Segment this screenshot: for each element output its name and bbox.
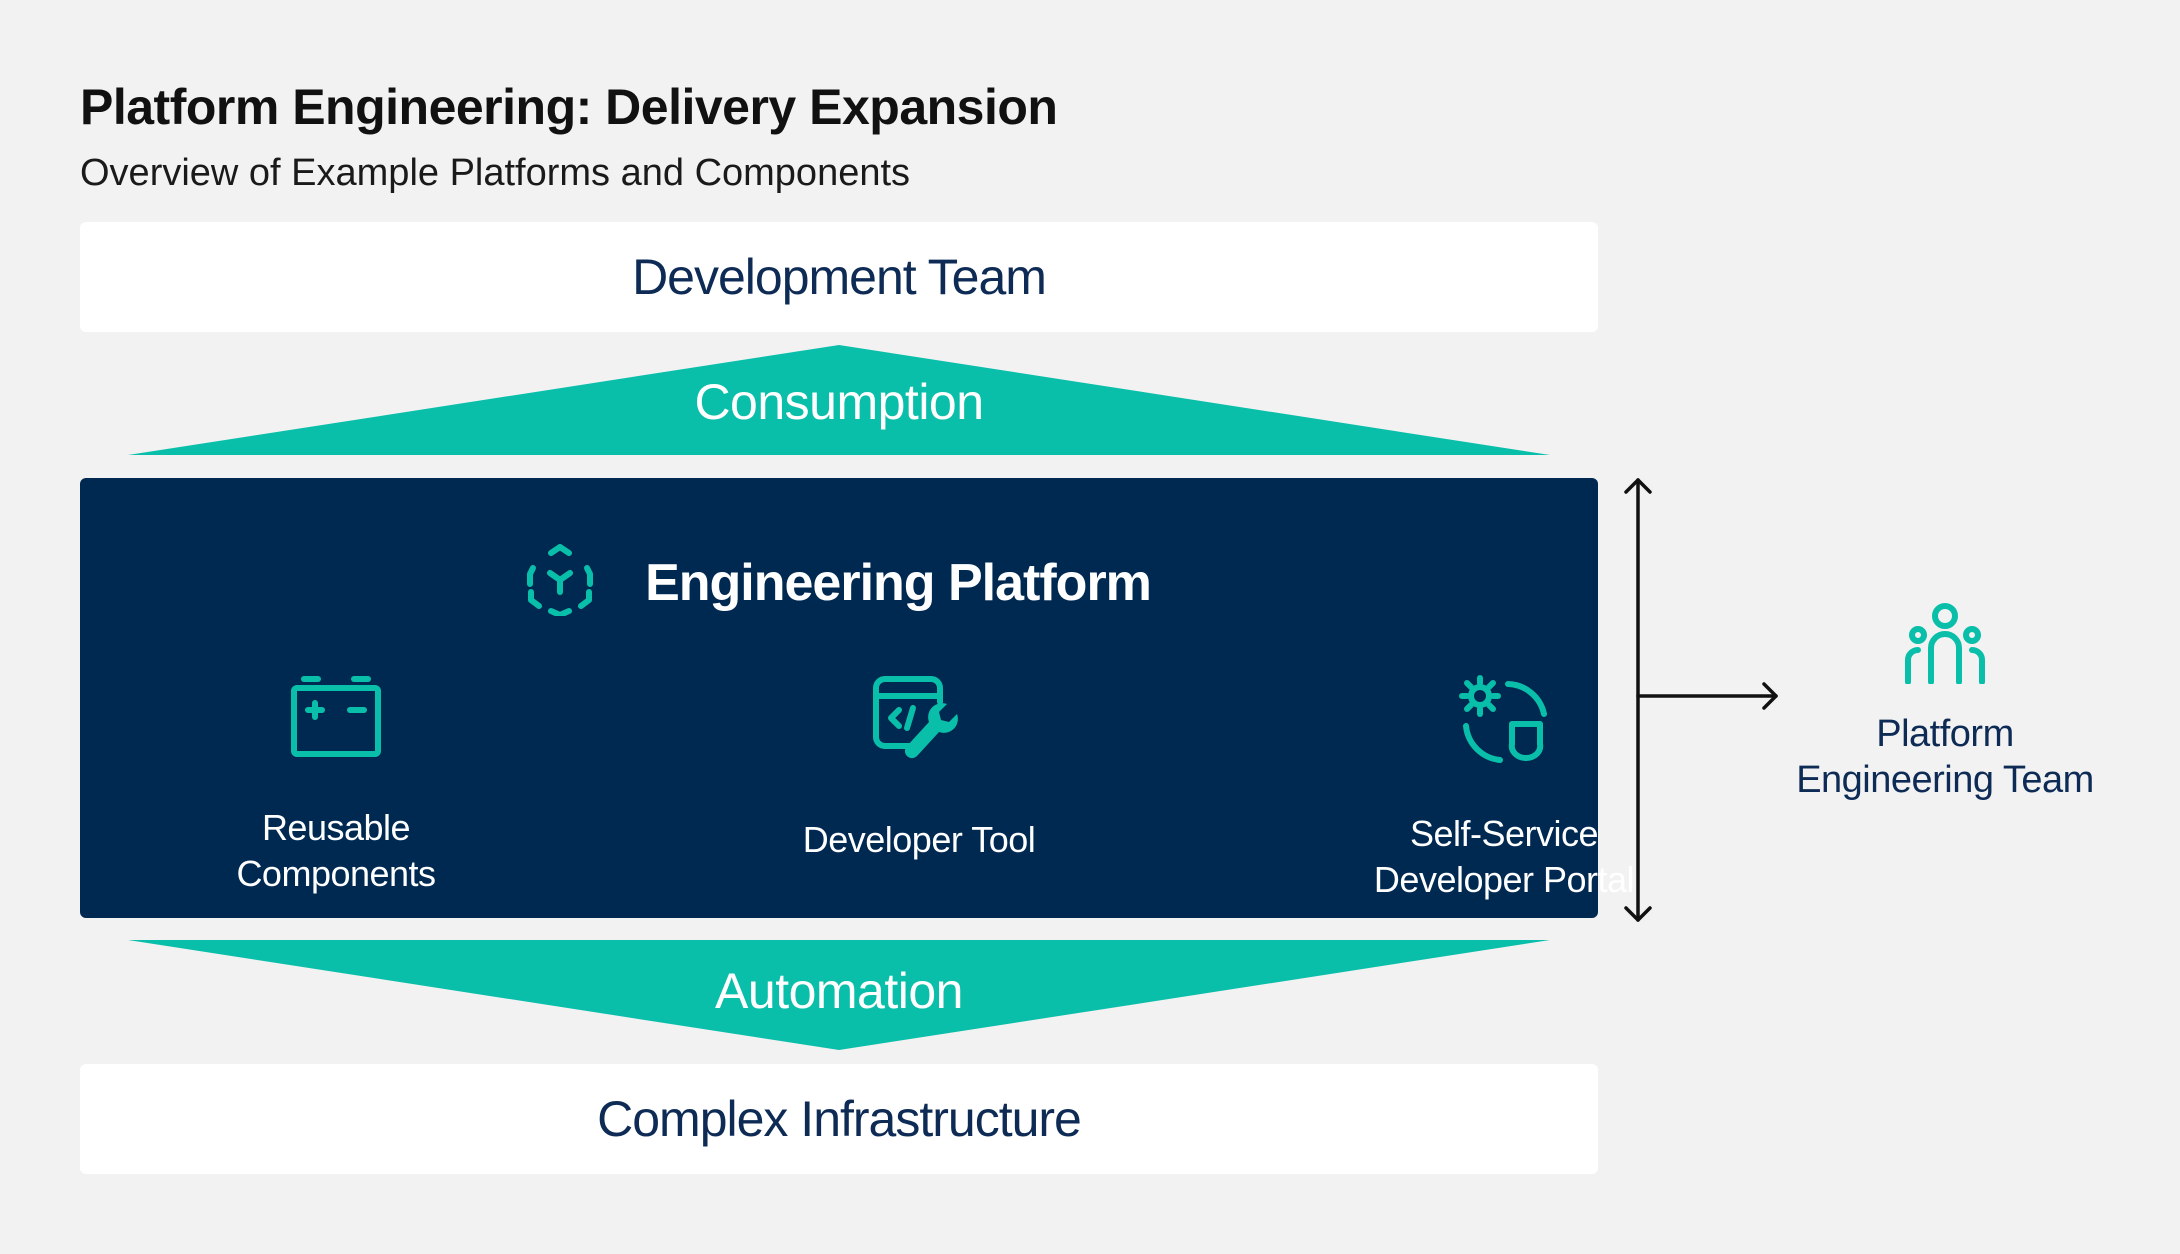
team-label-line1: Platform bbox=[1876, 713, 2014, 755]
battery-icon bbox=[126, 674, 546, 763]
component-label: Developer Tool bbox=[709, 817, 1129, 863]
automation-trapezoid: Automation bbox=[128, 940, 1550, 1050]
component-reusable-components: Reusable Components bbox=[126, 674, 546, 897]
page-subtitle: Overview of Example Platforms and Compon… bbox=[80, 152, 911, 194]
development-team-band: Development Team bbox=[80, 222, 1598, 332]
consumption-shape bbox=[128, 345, 1550, 455]
component-label-line2: Components bbox=[236, 853, 436, 894]
component-self-service-portal: Self-Service Developer Portal bbox=[1294, 674, 1714, 903]
automation-shape bbox=[128, 940, 1550, 1050]
cube-network-icon bbox=[527, 544, 594, 621]
page-title: Platform Engineering: Delivery Expansion bbox=[80, 79, 1058, 135]
component-label-line2: Developer Portal bbox=[1373, 859, 1635, 900]
automation-label: Automation bbox=[715, 963, 963, 1019]
team-label: Platform Engineering Team bbox=[1780, 711, 2110, 803]
component-label-line1: Self-Service bbox=[1409, 813, 1599, 854]
code-wrench-icon bbox=[709, 674, 1129, 775]
component-label: Self-Service Developer Portal bbox=[1294, 811, 1714, 903]
component-label: Reusable Components bbox=[126, 805, 546, 897]
gear-shield-cycle-icon bbox=[1294, 674, 1714, 769]
platform-header: Engineering Platform bbox=[80, 544, 1598, 621]
consumption-label: Consumption bbox=[694, 374, 984, 430]
platform-title: Engineering Platform bbox=[645, 553, 1152, 612]
component-developer-tool: Developer Tool bbox=[709, 674, 1129, 863]
team-label-line2: Engineering Team bbox=[1796, 759, 2094, 801]
component-label-line1: Developer Tool bbox=[802, 819, 1036, 860]
connector-arrows bbox=[1600, 470, 1790, 935]
complex-infrastructure-band: Complex Infrastructure bbox=[80, 1064, 1598, 1174]
platform-engineering-team: Platform Engineering Team bbox=[1780, 602, 2110, 803]
component-label-line1: Reusable bbox=[261, 807, 411, 848]
team-icon bbox=[1904, 603, 1986, 688]
engineering-platform-box: Engineering Platform Reusable Components bbox=[80, 478, 1635, 918]
consumption-trapezoid: Consumption bbox=[128, 345, 1550, 455]
